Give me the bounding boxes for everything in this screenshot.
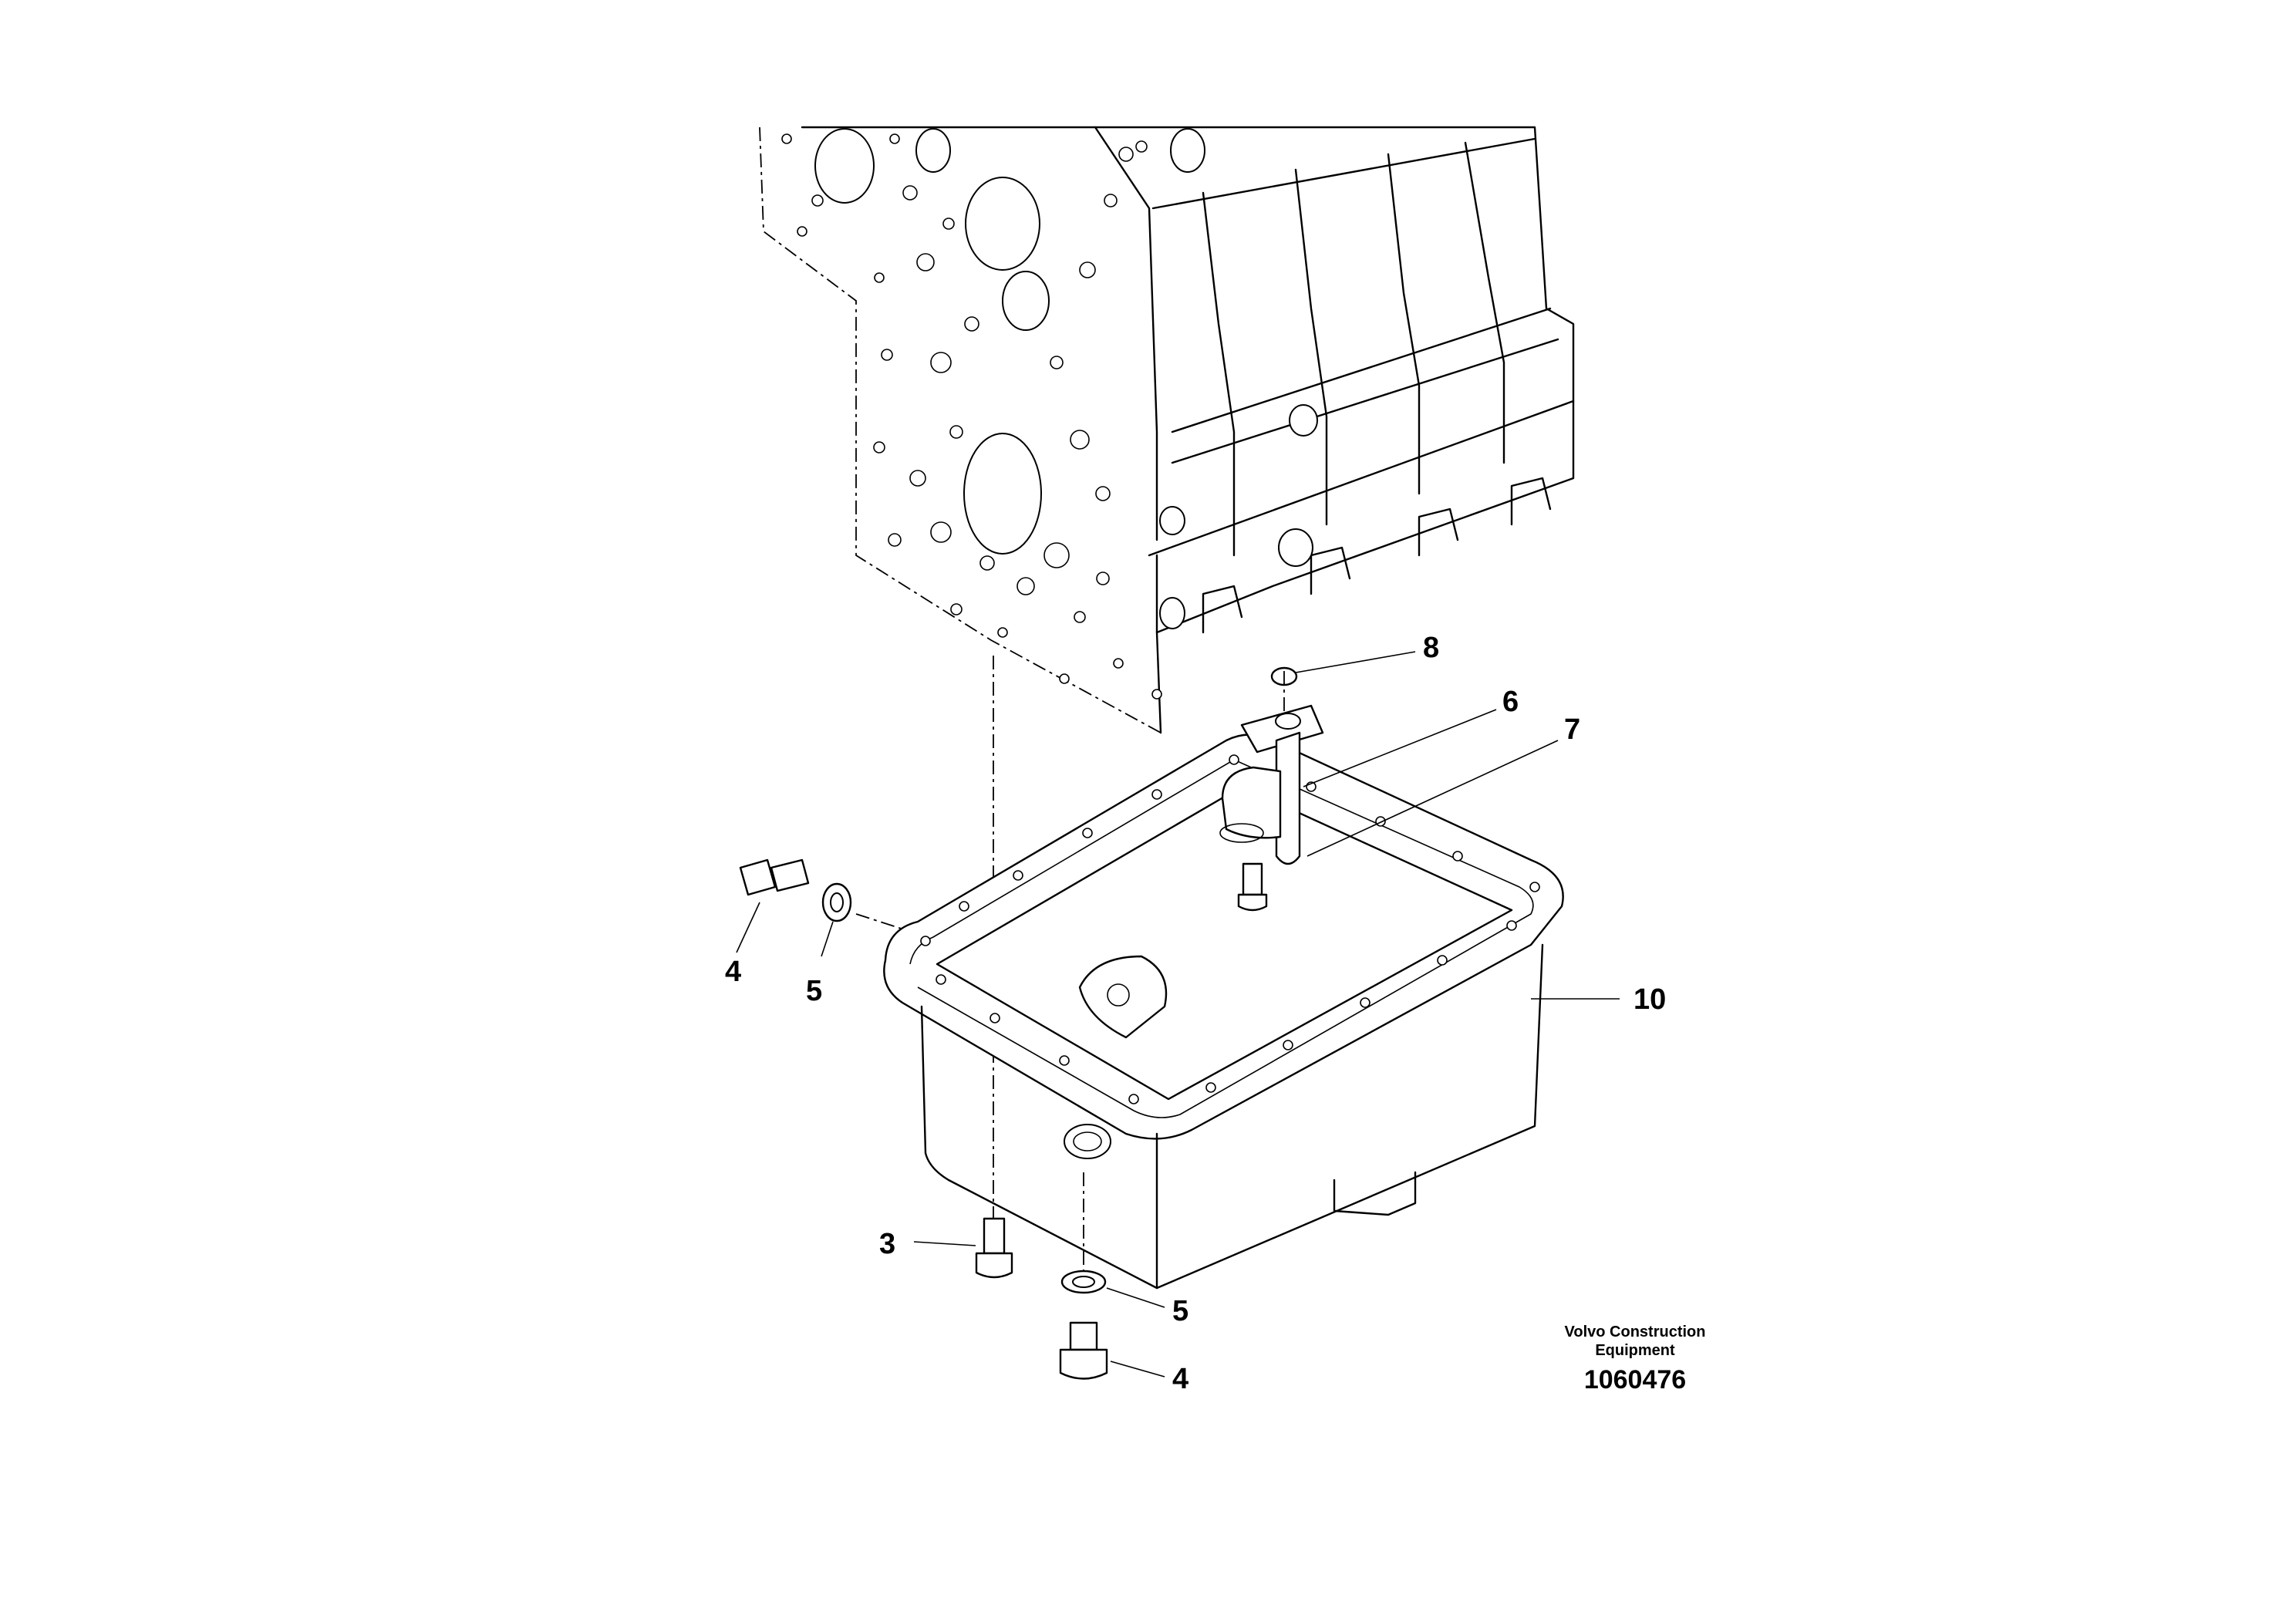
engine-block bbox=[759, 126, 1575, 734]
drain-plug-side bbox=[739, 858, 852, 922]
callout-o-ring: 8 bbox=[1423, 632, 1439, 664]
callout-side-drain-plug: 4 bbox=[725, 956, 741, 988]
callout-side-washer: 5 bbox=[806, 975, 822, 1007]
document-number: 1060476 bbox=[1584, 1365, 1686, 1394]
callout-labels: 8 6 7 4 5 10 3 5 4 bbox=[725, 632, 1666, 1395]
oil-strainer-pipe bbox=[1219, 704, 1324, 865]
drain-plug-bottom bbox=[1059, 1270, 1108, 1380]
engine-block-bolt-holes bbox=[781, 133, 1162, 700]
callout-pan-bolt: 3 bbox=[879, 1228, 895, 1260]
callout-bottom-washer: 5 bbox=[1172, 1295, 1188, 1327]
footer-block: Volvo Construction Equipment 1060476 bbox=[1565, 1324, 1706, 1394]
callout-bottom-drain-plug: 4 bbox=[1172, 1363, 1188, 1395]
pan-bolt bbox=[975, 1217, 1013, 1279]
o-ring bbox=[1270, 666, 1298, 686]
leader-lines bbox=[736, 651, 1620, 1378]
callout-strainer-bolt: 7 bbox=[1564, 713, 1580, 746]
oil-pan-flange-holes bbox=[920, 754, 1540, 1104]
oil-pan bbox=[883, 733, 1564, 1290]
callout-strainer-pipe: 6 bbox=[1502, 686, 1519, 718]
strainer-bolt bbox=[1237, 862, 1268, 912]
maker-name-line2: Equipment bbox=[1595, 1342, 1675, 1359]
callout-oil-pan: 10 bbox=[1633, 983, 1666, 1016]
maker-name-line1: Volvo Construction bbox=[1565, 1324, 1706, 1340]
